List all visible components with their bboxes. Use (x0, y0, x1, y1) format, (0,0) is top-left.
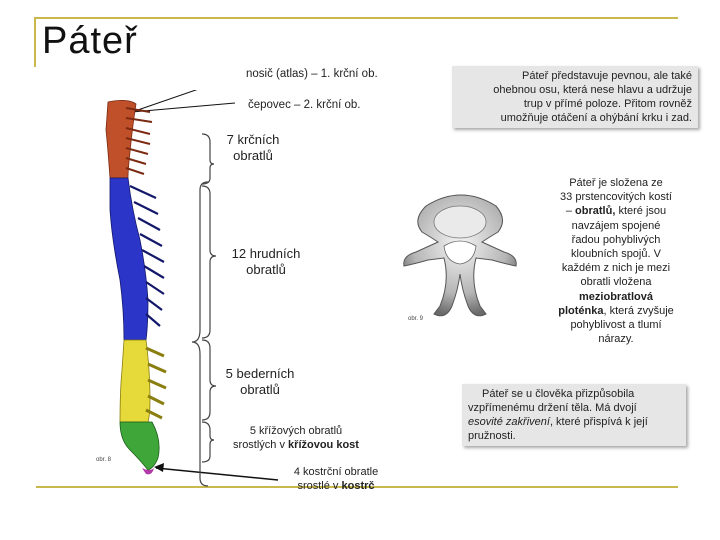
thoracic-vertebrae (110, 178, 164, 340)
figure-caption-9: obr. 9 (408, 316, 423, 322)
coccyx-label: 4 kostrční obratle srostlé v kostrč (282, 465, 390, 493)
figure-caption-8: obr. 8 (96, 457, 111, 463)
thoracic-brace (202, 186, 216, 338)
composition-line4: navzájem spojené (548, 219, 684, 233)
left-rule (34, 17, 36, 67)
cervical-label-line1: 7 krčních (222, 132, 284, 148)
intro-box-line1: Páteř představuje pevnou, ale také (458, 69, 692, 83)
composition-line3-bold: obratlů, (575, 205, 615, 217)
composition-line6: kloubních spojů. V (548, 247, 684, 261)
sacral-label-pre: srostlých v (233, 439, 288, 451)
lumbar-brace (202, 340, 216, 420)
sacral-brace (202, 422, 214, 462)
composition-line12: nárazy. (548, 332, 684, 346)
intro-box-line4: umožňuje otáčení a ohýbání krku i zad. (458, 111, 692, 125)
thoracic-label-line2: obratlů (226, 262, 306, 278)
cervical-vertebrae (106, 100, 152, 178)
lumbar-label-line2: obratlů (218, 382, 302, 398)
lumbar-label: 5 bederních obratlů (218, 366, 302, 398)
composition-line8: obratli vložena (548, 275, 684, 289)
sacral-label-line1: 5 křížových obratlů (222, 424, 370, 438)
curvature-line3: esovité zakřivení, které přispívá k její (468, 415, 680, 429)
coccyx-label-line1: 4 kostrční obratle (282, 465, 390, 479)
composition-line7: každém z nich je mezi (548, 261, 684, 275)
sacrum (120, 422, 159, 470)
vertebra-illustration (396, 186, 526, 326)
composition-line10-post: , která zvyšuje (603, 305, 673, 317)
coccyx-label-bold: kostrč (341, 480, 374, 492)
composition-line2: 33 prstencovitých kostí (548, 190, 684, 204)
sacral-label-bold: křížovou kost (288, 439, 359, 451)
composition-line10: ploténka, která zvyšuje (548, 304, 684, 318)
composition-line3: – obratlů, které jsou (548, 204, 684, 218)
intro-box-line2: ohebnou osu, která nese hlavu a udržuje (458, 83, 692, 97)
sacral-label: 5 křížových obratlů srostlých v křížovou… (222, 424, 370, 452)
lumbar-label-line1: 5 bederních (218, 366, 302, 382)
thoracic-label-line1: 12 hrudních (226, 246, 306, 262)
curvature-line1: Páteř se u člověka přizpůsobila (468, 387, 680, 401)
composition-line11: pohyblivost a tlumí (548, 318, 684, 332)
composition-line3-pre: – (566, 205, 575, 217)
composition-note: Páteř je složena ze 33 prstencovitých ko… (548, 176, 684, 346)
axis-label: čepovec – 2. krční ob. (248, 98, 361, 112)
lumbar-vertebrae (120, 340, 166, 422)
curvature-line2: vzpřímenému držení těla. Má dvojí (468, 401, 680, 415)
top-rule (36, 17, 678, 19)
sacral-label-line2: srostlých v křížovou kost (222, 438, 370, 452)
cervical-label: 7 krčních obratlů (222, 132, 284, 164)
curvature-box: Páteř se u člověka přizpůsobila vzpřímen… (462, 384, 686, 446)
coccyx-label-pre: srostlé v (297, 480, 341, 492)
composition-line9: meziobratlová (548, 290, 684, 304)
curvature-line3-post: , které přispívá k její (550, 416, 648, 428)
thoracic-label: 12 hrudních obratlů (226, 246, 306, 278)
coccyx-pointer (156, 468, 278, 480)
coccyx-label-line2: srostlé v kostrč (282, 479, 390, 493)
composition-line3-post: které jsou (615, 205, 666, 217)
page-title: Páteř (42, 20, 138, 63)
composition-line5: řadou pohyblivých (548, 233, 684, 247)
atlas-pointer (132, 90, 248, 112)
composition-line10-bold: ploténka (558, 305, 603, 317)
cervical-label-line2: obratlů (222, 148, 284, 164)
intro-box-line3: trup v přímé poloze. Přitom rovněž (458, 97, 692, 111)
composition-line9-bold: meziobratlová (579, 291, 653, 303)
cervical-brace (202, 134, 214, 184)
composition-line1: Páteř je složena ze (548, 176, 684, 190)
left-brace (192, 182, 208, 486)
atlas-label: nosič (atlas) – 1. krční ob. (246, 67, 378, 81)
curvature-line3-italic: esovité zakřivení (468, 416, 550, 428)
intro-box: Páteř představuje pevnou, ale také ohebn… (452, 66, 698, 128)
curvature-line4: pružnosti. (468, 429, 680, 443)
